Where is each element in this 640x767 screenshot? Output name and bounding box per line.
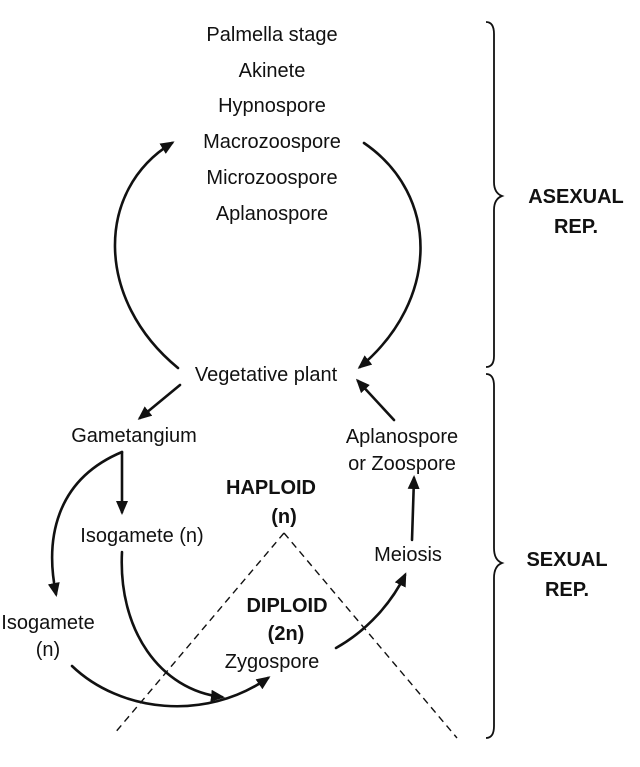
haploid-label-2: (n) bbox=[271, 506, 297, 528]
stage-macrozoospore: Macrozoospore bbox=[203, 131, 341, 153]
arrow-isogamete-center-to-zygospore bbox=[120, 550, 225, 702]
aplanospore-label-2: or Zoospore bbox=[348, 453, 456, 475]
asexual-section-label-2: REP. bbox=[554, 216, 598, 238]
zygospore-label: Zygospore bbox=[225, 651, 320, 673]
ploidy-boundary-right bbox=[283, 532, 458, 739]
stage-akinete: Akinete bbox=[239, 60, 306, 82]
isogamete-left-label-2: (n) bbox=[36, 639, 60, 661]
isogamete-center-label: Isogamete (n) bbox=[80, 525, 203, 547]
arrow-isogamete-left-to-zygospore bbox=[70, 664, 271, 708]
stage-microzoospore: Microzoospore bbox=[206, 167, 337, 189]
diploid-label-1: DIPLOID bbox=[246, 595, 327, 617]
arrow-gametangium-to-isogamete-left bbox=[47, 450, 124, 597]
isogamete-left-label-1: Isogamete bbox=[1, 612, 94, 634]
haploid-label-1: HAPLOID bbox=[226, 477, 316, 499]
sexual-section-label-1: SEXUAL bbox=[526, 549, 607, 571]
sexual-brace bbox=[485, 373, 505, 739]
diploid-label-2: (2n) bbox=[268, 623, 305, 645]
stage-palmella: Palmella stage bbox=[206, 24, 337, 46]
asexual-section-label-1: ASEXUAL bbox=[528, 186, 624, 208]
gametangium-label: Gametangium bbox=[71, 425, 197, 447]
arrow-vegetative-to-gametangium bbox=[137, 383, 182, 420]
meiosis-label: Meiosis bbox=[374, 544, 442, 566]
sexual-section-label-2: REP. bbox=[545, 579, 589, 601]
aplanospore-label-1: Aplanospore bbox=[346, 426, 458, 448]
asexual-brace bbox=[485, 21, 505, 368]
ploidy-boundary-left bbox=[113, 532, 285, 735]
stage-hypnospore: Hypnospore bbox=[218, 95, 326, 117]
arrow-stages-to-vegetative bbox=[357, 141, 422, 369]
arrow-zygospore-to-meiosis bbox=[334, 572, 407, 650]
arrow-vegetative-to-stages bbox=[113, 141, 180, 370]
arrow-meiosis-to-aplanospore bbox=[407, 475, 420, 542]
arrow-aplanospore-to-vegetative bbox=[355, 378, 396, 422]
vegetative-plant-label: Vegetative plant bbox=[195, 364, 338, 386]
stage-aplanospore: Aplanospore bbox=[216, 203, 328, 225]
